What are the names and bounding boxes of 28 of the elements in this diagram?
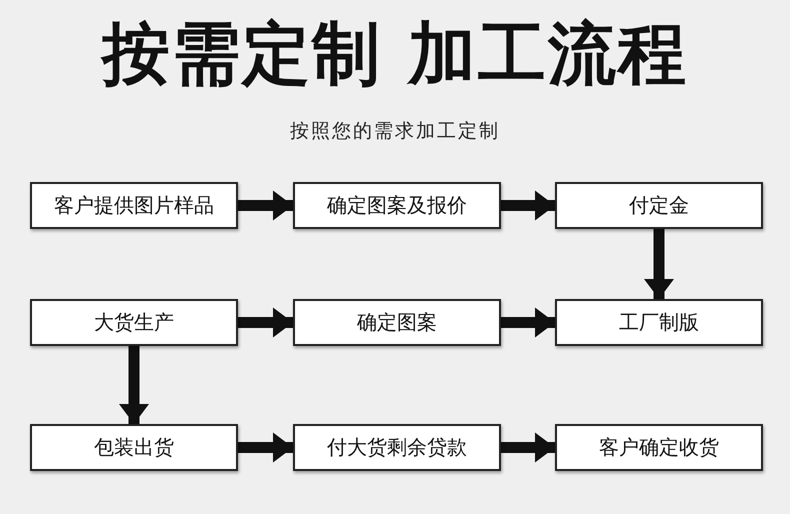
title: 按需定制 加工流程 <box>100 14 689 96</box>
step-label: 包装出货 <box>94 434 174 461</box>
step-label: 确定图案及报价 <box>327 192 467 219</box>
arrow <box>501 308 555 338</box>
arrow <box>238 190 293 220</box>
process-box <box>293 299 501 346</box>
step-label: 工厂制版 <box>619 309 699 336</box>
step-label: 付大货剩余贷款 <box>327 434 467 461</box>
step-label: 大货生产 <box>94 309 174 336</box>
process-box <box>30 424 238 471</box>
step-label: 付定金 <box>629 192 689 219</box>
process-box <box>555 182 763 229</box>
process-box <box>30 182 238 229</box>
process-box <box>555 424 763 471</box>
arrow <box>501 190 555 220</box>
subtitle: 按照您的需求加工定制 <box>289 119 501 144</box>
process-box <box>555 299 763 346</box>
arrow <box>238 308 293 338</box>
arrow <box>501 432 555 462</box>
step-label: 确定图案 <box>357 309 437 336</box>
step-label: 客户确定收货 <box>599 434 719 461</box>
process-box <box>293 424 501 471</box>
arrow <box>119 346 149 424</box>
arrow <box>644 229 674 299</box>
process-box <box>293 182 501 229</box>
arrow <box>238 432 293 462</box>
step-label: 客户提供图片样品 <box>54 192 214 219</box>
process-box <box>30 299 238 346</box>
